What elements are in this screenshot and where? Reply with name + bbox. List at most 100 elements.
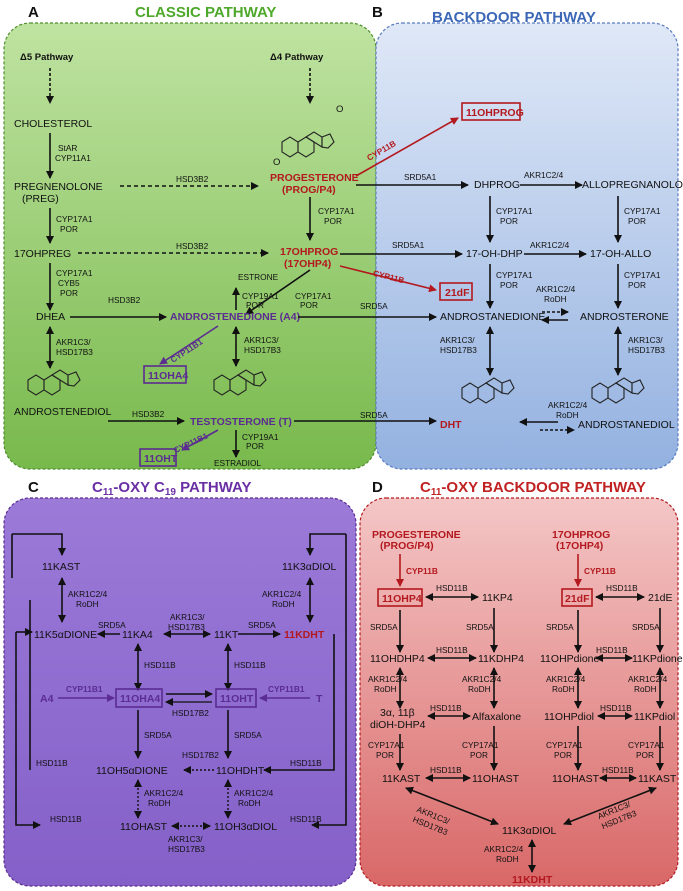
box-11ohprog [461,102,521,121]
structure-o: O [273,157,280,168]
diohdhp4-b: diOH-DHP4 [370,719,426,731]
enzyme-label: CYP17A1 [368,740,405,750]
enzyme-label: HSD11B [50,814,82,824]
enzyme-label: CYP11A1 [55,153,91,163]
11ohp4: 11OHP4 [382,593,422,605]
pregnenolone: PREGNENOLONE [14,181,103,193]
enzyme-label: AKR1C3/ [168,834,203,844]
enzyme-label: HSD11B [606,583,638,593]
enzyme-label: HSD11B [144,660,176,670]
enzyme-label: SRD5A [98,620,126,630]
enzyme-label: RoDH [496,854,519,864]
11ka4-c: 11KA4 [122,629,153,641]
enzyme-label: POR [500,280,518,290]
panel-a: Δ5 Pathway Δ4 Pathway CHOLESTEROL StAR C… [14,52,524,468]
enzyme-label: POR [324,216,342,226]
enzyme-label: AKR1C2/4 [234,788,274,798]
androstanediol: ANDROSTANEDIOL [578,419,675,431]
11k3adiol-c: 11K3αDIOL [282,561,336,573]
11kpdiol: 11KPdiol [634,711,675,723]
enzyme-label: SRD5A [632,622,660,632]
enzyme-label: CYP17A1 [56,214,93,224]
enzyme-label: SRD5A [248,620,276,630]
enzyme-label: POR [470,750,488,760]
enzyme-label: HSD11B [290,814,322,824]
enzyme-label: CYP17A1 [496,270,533,280]
enzyme-label: CYP17A1 [546,740,583,750]
enzyme-label: RoDH [76,599,99,609]
enzyme-label: POR [300,300,318,310]
dht: DHT [440,419,462,431]
11k3adiol-d: 11K3αDIOL [502,825,556,837]
dhea: DHEA [36,311,65,323]
enzyme-label: HSD11B [290,758,322,768]
enzyme-label: AKR1C2/4 [262,589,302,599]
enzyme-label: HSD17B3 [628,345,665,355]
box-11oha4 [143,365,187,384]
enzyme-label: RoDH [272,599,295,609]
enzyme-label: CYP19A1 [242,432,279,442]
enzyme-label: POR [60,288,78,298]
11oh3adiol-c: 11OH3αDIOL [214,821,277,833]
enzyme-label: SRD5A1 [392,240,425,250]
11kdhp4: 11KDHP4 [478,653,524,665]
enzyme-label: CYP17A1 [624,270,661,280]
11ohprog: 11OHPROG [466,107,524,119]
enzyme-label: SRD5A [360,301,388,311]
enzyme-label: SRD5A [466,622,494,632]
enzyme-label: AKR1C2/4 [524,170,564,180]
enzyme-label: AKR1C3/ [628,335,663,345]
11ohdhp4: 11OHDHP4 [370,653,425,665]
enzyme-label: AKR1C2/4 [484,844,524,854]
enzyme-label: AKR1C2/4 [546,674,586,684]
a4-c: A4 [40,693,54,705]
enzyme-label: HSD11B [600,703,632,713]
panel-b-background [375,22,679,470]
enzyme-label: AKR1C2/4 [144,788,184,798]
17ohp4: (17OHP4) [284,258,331,270]
21de: 21dE [648,592,673,604]
enzyme-label: POR [500,216,518,226]
panel-b-letter: B [372,4,383,21]
enzyme-label: HSD11B [436,645,468,655]
enzyme-label: POR [554,750,572,760]
box-11oht [139,448,177,467]
enzyme-label: HSD17B3 [244,345,281,355]
17ohprog: 17OHPROG [280,246,338,258]
enzyme-label: HSD3B2 [132,409,165,419]
enzyme-label: HSD11B [430,765,462,775]
enzyme-label: RoDH [556,410,579,420]
enzyme-label: HSD3B2 [176,241,209,251]
cholesterol: CHOLESTEROL [14,118,92,130]
t-c: T [316,693,323,705]
11kp4: 11KP4 [482,592,513,604]
panel-b-title: BACKDOOR PATHWAY [432,9,596,26]
enzyme-label: HSD17B2 [182,750,219,760]
panel-c: 11KAST 11K3αDIOL AKR1C2/4 RoDH AKR1C2/4 … [11,533,347,854]
enzyme-label: HSD11B [596,645,628,655]
enzyme-label: POR [246,441,264,451]
panel-c-background [3,497,357,887]
enzyme-label: SRD5A [234,730,262,740]
11kdht-c: 11KDHT [284,629,325,641]
11kast-d-right: 11KAST [638,773,677,785]
enzyme-label: AKR1C2/4 [368,674,408,684]
enzyme-label: RoDH [148,798,171,808]
panel-d-title: C11-OXY BACKDOOR PATHWAY [420,479,646,498]
11ohast-d-right: 11OHAST [552,773,600,785]
structure-o: O [336,104,343,115]
enzyme-label: POR [636,750,654,760]
enzyme-label: SRD5A1 [404,172,437,182]
panel-c-title: C11-OXY C19 PATHWAY [92,479,252,498]
11kast-d-left: 11KAST [382,773,421,785]
enzyme-label: RoDH [238,798,261,808]
11oht: 11OHT [144,453,178,465]
enzyme-label: HSD11B [234,660,266,670]
enzyme-label: CYP17A1 [56,268,93,278]
11kt-c: 11KT [214,629,239,641]
11oha4: 11OHA4 [148,370,188,382]
enzyme-label: AKR1C2/4 [68,589,108,599]
enzyme-label: SRD5A [144,730,172,740]
21df-a: 21dF [445,287,470,299]
